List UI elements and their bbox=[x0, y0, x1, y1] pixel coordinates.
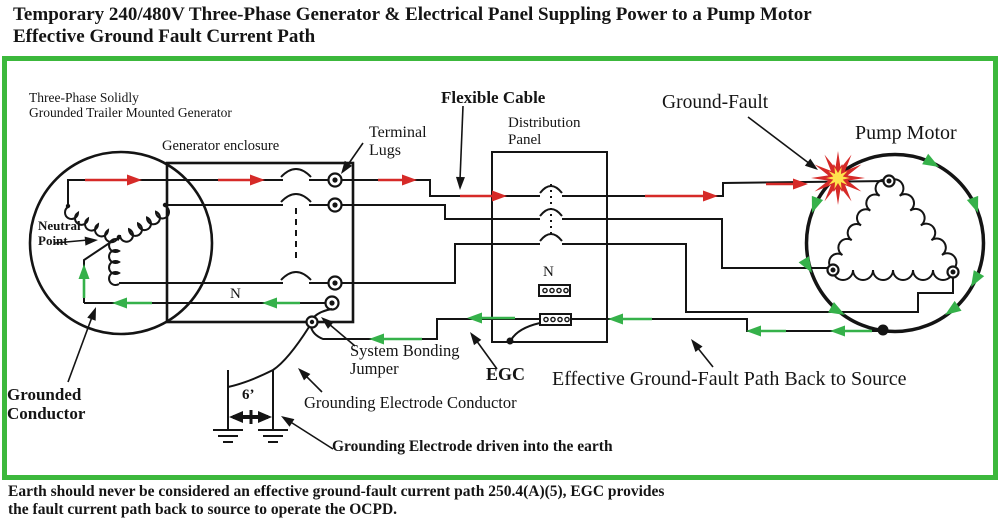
grounding-electrode-label: Grounding Electrode driven into the eart… bbox=[332, 438, 613, 455]
generator-type-label: Three-Phase Solidly Grounded Trailer Mou… bbox=[29, 90, 232, 120]
ground-rods bbox=[213, 370, 288, 443]
pump-motor-circle bbox=[804, 152, 986, 334]
label-arrows bbox=[54, 105, 818, 450]
generator-circle bbox=[28, 150, 214, 336]
terminal-lugs-label: Terminal Lugs bbox=[369, 124, 427, 160]
panel-breakers bbox=[539, 184, 563, 242]
page-title-line2: Effective Ground Fault Current Path bbox=[13, 26, 316, 47]
system-bonding-jumper-label: System Bonding Jumper bbox=[350, 341, 460, 379]
distribution-panel-box bbox=[491, 151, 608, 343]
page-title-line1: Temporary 240/480V Three-Phase Generator… bbox=[13, 4, 812, 25]
neutral-label-generator: N bbox=[230, 286, 241, 302]
system-bonding-jumper-line2: Jumper bbox=[350, 359, 399, 379]
neutral-bus bbox=[538, 284, 571, 297]
neutral-label-panel: N bbox=[543, 264, 554, 280]
egc-label: EGC bbox=[486, 364, 526, 384]
motor-windings bbox=[826, 174, 960, 336]
system-bonding-jumper-line1: System Bonding bbox=[350, 341, 460, 360]
red-current-arrows bbox=[85, 174, 808, 202]
terminal-lugs-line1: Terminal bbox=[369, 124, 427, 141]
grounded-conductor-line1: Grounded bbox=[7, 385, 82, 404]
neutral-point-line2: Point bbox=[38, 232, 68, 248]
distribution-panel-label: Distribution Panel bbox=[508, 115, 581, 149]
green-current-arrows bbox=[78, 153, 985, 345]
pump-motor-label: Pump Motor bbox=[855, 122, 957, 144]
terminal-lugs-line2: Lugs bbox=[369, 141, 401, 159]
page-title: Temporary 240/480V Three-Phase Generator… bbox=[13, 4, 812, 48]
gec-label: Grounding Electrode Conductor bbox=[304, 393, 517, 412]
ground-bus bbox=[539, 313, 572, 326]
grounded-conductor-line2: Conductor bbox=[7, 404, 86, 424]
rod-spacing-label: 6’ bbox=[242, 387, 255, 403]
footer-line1: Earth should never be considered an effe… bbox=[8, 483, 665, 500]
generator-enclosure-label: Generator enclosure bbox=[162, 138, 280, 154]
footer-line2: the fault current path back to source to… bbox=[8, 501, 398, 518]
neutral-point-label: Neutral Point bbox=[38, 218, 81, 248]
generator-type-line2: Grounded Trailer Mounted Generator bbox=[29, 105, 232, 121]
distribution-panel-line2: Panel bbox=[508, 131, 542, 148]
system-bonding-jumper-wire bbox=[313, 308, 333, 318]
fault-starburst bbox=[811, 151, 865, 205]
generator-enclosure-box bbox=[165, 161, 355, 324]
diagram-border bbox=[2, 56, 998, 480]
ground-fault-label: Ground-Fault bbox=[662, 92, 769, 113]
footer-note: Earth should never be considered an effe… bbox=[8, 483, 664, 519]
generator-type-line1: Three-Phase Solidly bbox=[29, 90, 139, 105]
gec-wire bbox=[227, 326, 310, 388]
terminal-lugs bbox=[305, 172, 343, 329]
flexible-cable-label: Flexible Cable bbox=[441, 88, 546, 107]
neutral-point-line1: Neutral bbox=[38, 218, 81, 233]
effective-path-label: Effective Ground-Fault Path Back to Sour… bbox=[552, 368, 907, 390]
enclosure-breakers bbox=[280, 168, 312, 281]
grounded-conductor-label: Grounded Conductor bbox=[7, 385, 85, 423]
distribution-panel-line1: Distribution bbox=[508, 115, 581, 131]
